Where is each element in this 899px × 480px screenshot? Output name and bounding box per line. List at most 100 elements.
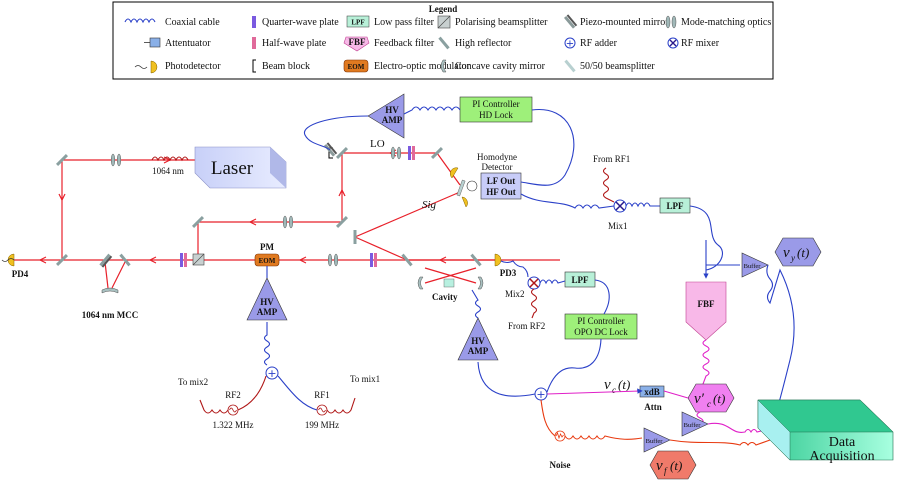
hwp-2: [412, 146, 415, 160]
hv-amp-mid-1: HV: [260, 297, 274, 307]
legend-bs: 50/50 beamsplitter: [580, 61, 655, 72]
vf-main: v: [656, 458, 663, 474]
hf-out-label: HF Out: [486, 187, 515, 197]
cable-noise-to-buffer3: [564, 435, 643, 440]
vc-main: v: [604, 377, 611, 393]
mirror-9: [470, 253, 482, 267]
legend-lpf: Low pass filter: [374, 17, 435, 28]
cable-rf2-to-mix2: [530, 288, 538, 319]
legend-coax: Coaxial cable: [165, 17, 220, 28]
to-mix2-label: To mix2: [178, 377, 208, 387]
legend-piezo: Piezo-mounted mirror: [580, 17, 669, 28]
noise-label: Noise: [550, 460, 571, 470]
pi-hd-line2: HD Lock: [479, 110, 513, 120]
homodyne-pd-a: [450, 167, 459, 179]
pd4-photodetector: [1, 253, 15, 267]
opo-cavity: [417, 276, 484, 290]
legend-mmo: Mode-matching optics: [681, 17, 771, 28]
xdb-label: xdB: [644, 387, 660, 397]
legend-adder: RF adder: [580, 38, 618, 49]
mcc-mirror-b: [119, 253, 131, 267]
pd3-label: PD3: [500, 268, 517, 278]
buffer-1: [741, 252, 769, 278]
mode-matching-lenses-1: [110, 153, 122, 167]
homodyne-label-2: Detector: [482, 162, 513, 172]
qwp-2: [408, 146, 411, 160]
from-rf2-label: From RF2: [508, 321, 545, 331]
qwp-3: [370, 253, 373, 267]
legend-eom: Electro-optic modulator: [374, 61, 470, 72]
homodyne-beamsplitter: [456, 179, 466, 197]
cable-pi-to-hvamp: [403, 106, 461, 115]
legend-qwp: Quarter-wave plate: [262, 17, 339, 28]
vy-tail: (t): [797, 245, 809, 260]
rf-adder-icon: +: [564, 37, 576, 50]
mirror-2: [55, 253, 69, 267]
legend: Legend Coaxial cable Quarter-wave plate …: [112, 1, 774, 80]
cable-lpf2-to-pi: [594, 279, 610, 315]
fbf-icon-text: FBF: [349, 37, 367, 47]
data-acquisition: Data Acquisition: [757, 399, 894, 464]
cable-rf2-to-mix2: [199, 399, 229, 414]
vc-sub: c: [612, 385, 616, 395]
mode-matching-lenses-2: [282, 215, 294, 229]
mix2-label: Mix2: [505, 289, 525, 299]
cavity-label: Cavity: [432, 292, 458, 302]
sig-label: Sig: [422, 199, 437, 211]
legend-pd: Photodetector: [165, 61, 221, 72]
coax-icon: [124, 18, 156, 24]
eom-label: EOM: [259, 257, 276, 265]
cable-adder-to-hvamp: [477, 361, 536, 397]
vf-signal-hex: [649, 450, 697, 480]
hv-amp-cav-1: HV: [471, 336, 485, 346]
cable-buffer2-to-daq: [707, 422, 766, 434]
pd4-label: PD4: [12, 269, 29, 279]
hv-amp-top-1: HV: [385, 105, 399, 115]
laser-source: Laser: [194, 146, 287, 189]
buffer2-label: Buffer: [684, 422, 702, 429]
lpf-1: [659, 197, 691, 214]
cable-fbf-down: [699, 339, 710, 393]
photodetector-icon: [134, 60, 158, 74]
lo-label: LO: [370, 138, 385, 150]
cable-rf1-to-mix1: [602, 167, 615, 203]
vf-tail: (t): [670, 458, 682, 473]
laser-wavelength: 1064 nm: [152, 166, 184, 176]
legend-hr: High reflector: [455, 38, 512, 49]
homodyne-current-icon: [466, 180, 478, 192]
beam-block-icon: [252, 59, 256, 73]
quarter-wave-plate-icon: [252, 16, 256, 28]
beamsplitter-icon: [564, 59, 576, 73]
cable-hvamp-to-cavity: [471, 289, 482, 319]
rf-mixer-icon: [667, 37, 679, 49]
legend-block: Beam block: [262, 61, 310, 72]
pd3-photodetector: [494, 253, 502, 267]
eom-icon: [343, 59, 369, 73]
vy-signal-hex: [774, 237, 822, 267]
daq-label-1: Data: [829, 435, 856, 450]
vy-sub: y: [790, 253, 795, 263]
cable-adder-to-attn: [546, 388, 643, 395]
svg-text:+: +: [536, 388, 545, 401]
mode-matching-lenses-4: [390, 146, 402, 160]
fiber-icon: [151, 156, 189, 162]
lo-piezo-mirror: [323, 142, 338, 157]
mirror-1: [55, 153, 69, 167]
cable-attn-to-vpc: [663, 390, 689, 399]
pi-controller-hd: [459, 96, 533, 123]
eom-icon-text: EOM: [348, 63, 365, 71]
homodyne-box: [480, 172, 522, 200]
svg-text:+: +: [267, 367, 276, 380]
cable-adder-to-hvamp-pm: [263, 322, 271, 366]
svg-text:+: +: [566, 39, 574, 50]
cable-hvamp-to-piezo: [304, 115, 369, 151]
lpf1-label: LPF: [667, 201, 685, 211]
hv-amp-pm: [246, 277, 288, 321]
vpc-signal-hex: [687, 383, 735, 413]
hv-amp-mid-2: AMP: [257, 307, 278, 317]
daq-label-2: Acquisition: [809, 449, 874, 464]
legend-atten: Attentuator: [165, 38, 211, 49]
laser-beam-paths: [14, 149, 560, 289]
mcc-concave-mirror: [101, 287, 119, 294]
